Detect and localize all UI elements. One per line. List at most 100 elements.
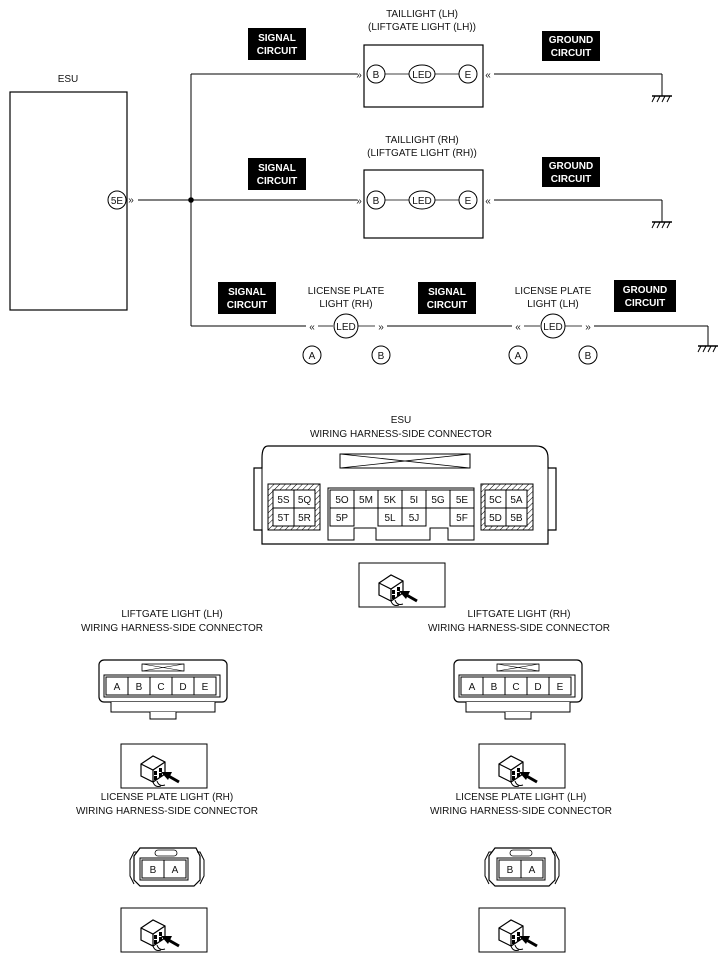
liftgate-rh-pin-c: C [512,682,519,693]
taillight-rh-subtitle: (LIFTGATE LIGHT (RH)) [367,148,477,159]
ground-symbol-1 [651,95,672,103]
esu-pin-5b: 5B [510,513,523,524]
svg-text:GROUND: GROUND [549,161,593,172]
liftgate-lh-pin-b: B [136,682,143,693]
taillight-lh-pin-e [458,64,478,84]
taillight-rh-pin-e-label: E [465,196,472,207]
liftgate-lh-conn-title: LIFTGATE LIGHT (LH) [121,609,222,620]
taillight-rh-b-mark: » [356,196,362,207]
license-lh-pin-b-label: B [585,351,592,362]
svg-text:SIGNAL: SIGNAL [258,163,296,174]
esu-view-direction-icon [357,561,447,609]
license-lh-view-icon [477,906,567,954]
license-rh-pin-b [371,345,391,365]
svg-text:SIGNAL: SIGNAL [428,287,466,298]
license-lh-pins: B A [498,859,544,879]
license-rh-conn-title: LICENSE PLATE LIGHT (RH) [101,792,233,803]
signal-circuit-badge-1: SIGNAL CIRCUIT [248,28,306,60]
taillight-rh-pin-e [458,190,478,210]
esu-pin-5j: 5J [409,513,420,524]
svg-text:CIRCUIT: CIRCUIT [551,48,592,59]
svg-text:SIGNAL: SIGNAL [228,287,266,298]
license-lh-a-mark: « [515,322,521,333]
license-rh-conn-pin-b: B [150,865,157,876]
taillight-rh-led [408,190,436,210]
license-rh-title: LICENSE PLATE [308,286,385,297]
taillight-lh-led-label: LED [412,70,431,81]
taillight-rh-e-mark: « [485,196,491,207]
esu-pin-5l: 5L [384,513,396,524]
taillight-lh-pin-b [366,64,386,84]
license-rh-view-icon [119,906,209,954]
svg-text:CIRCUIT: CIRCUIT [227,300,268,311]
esu-pin-5r: 5R [298,513,311,524]
esu-pin-5q: 5Q [298,495,312,506]
liftgate-lh-pin-a: A [114,682,121,693]
license-lh-conn-pin-b: B [507,865,514,876]
license-lh-pin-a-label: A [515,351,522,362]
esu-label: ESU [58,74,79,85]
esu-pin-5o: 5O [335,495,349,506]
license-lh-pin-a [508,345,528,365]
license-rh-pins: B A [141,859,187,879]
liftgate-lh-pin-c: C [157,682,164,693]
liftgate-rh-pin-e: E [557,682,564,693]
taillight-rh-title: TAILLIGHT (RH) [385,135,459,146]
liftgate-lh-pin-e: E [202,682,209,693]
esu-pin-5k: 5K [384,495,397,506]
signal-circuit-badge-4: SIGNAL CIRCUIT [418,282,476,314]
license-lh-b-mark: » [585,322,591,333]
esu-pin-5p: 5P [336,513,349,524]
liftgate-rh-view-icon [477,742,567,790]
license-rh-subtitle: LIGHT (RH) [319,299,372,310]
svg-text:CIRCUIT: CIRCUIT [257,46,298,57]
liftgate-rh-pin-a: A [469,682,476,693]
ground-symbol-3 [697,345,718,353]
liftgate-rh-conn-title: LIFTGATE LIGHT (RH) [468,609,571,620]
esu-pin-5c: 5C [489,495,502,506]
esu-pin-5s: 5S [277,495,290,506]
license-lh-title: LICENSE PLATE [515,286,592,297]
taillight-lh-pin-e-label: E [465,70,472,81]
license-lh-conn-title: LICENSE PLATE LIGHT (LH) [456,792,587,803]
svg-text:GROUND: GROUND [549,35,593,46]
esu-pin-5m: 5M [359,495,373,506]
license-lh-subtitle: LIGHT (LH) [527,299,579,310]
ground-circuit-badge-1: GROUND CIRCUIT [542,31,600,61]
liftgate-rh-conn-subtitle: WIRING HARNESS-SIDE CONNECTOR [428,623,610,634]
liftgate-rh-pins: A B C D E [460,676,572,696]
taillight-lh-e-mark: « [485,70,491,81]
license-rh-conn-subtitle: WIRING HARNESS-SIDE CONNECTOR [76,806,258,817]
license-rh-led-label: LED [336,322,355,333]
taillight-rh-pin-b-label: B [373,196,380,207]
svg-text:GROUND: GROUND [623,285,667,296]
esu-pin-5d: 5D [489,513,502,524]
taillight-rh-led-label: LED [412,196,431,207]
ground-circuit-badge-3: GROUND CIRCUIT [614,280,676,312]
svg-text:CIRCUIT: CIRCUIT [625,298,666,309]
license-rh-pin-a-label: A [309,351,316,362]
license-lh-conn-subtitle: WIRING HARNESS-SIDE CONNECTOR [430,806,612,817]
liftgate-rh-pin-d: D [534,682,541,693]
license-rh-b-mark: » [378,322,384,333]
esu-pin-5f: 5F [456,513,468,524]
license-lh-pin-b [578,345,598,365]
liftgate-lh-pin-d: D [179,682,186,693]
esu-pin-5a: 5A [510,495,523,506]
esu-pin-5t: 5T [278,513,290,524]
signal-circuit-badge-3: SIGNAL CIRCUIT [218,282,276,314]
liftgate-lh-pins: A B C D E [105,676,217,696]
svg-text:CIRCUIT: CIRCUIT [427,300,468,311]
ground-symbol-2 [651,221,672,229]
esu-pin-5g: 5G [431,495,445,506]
esu-pin-5e: 5E [456,495,469,506]
ground-circuit-badge-2: GROUND CIRCUIT [542,157,600,187]
splice-point [188,197,194,203]
liftgate-lh-view-icon [119,742,209,790]
svg-text:CIRCUIT: CIRCUIT [257,176,298,187]
esu-connector-pins: 5S 5Q 5T 5R 5O 5M 5K 5I 5G 5E 5P 5L 5J 5… [272,489,528,527]
svg-text:SIGNAL: SIGNAL [258,33,296,44]
taillight-rh-pin-b [366,190,386,210]
license-rh-a-mark: « [309,322,315,333]
